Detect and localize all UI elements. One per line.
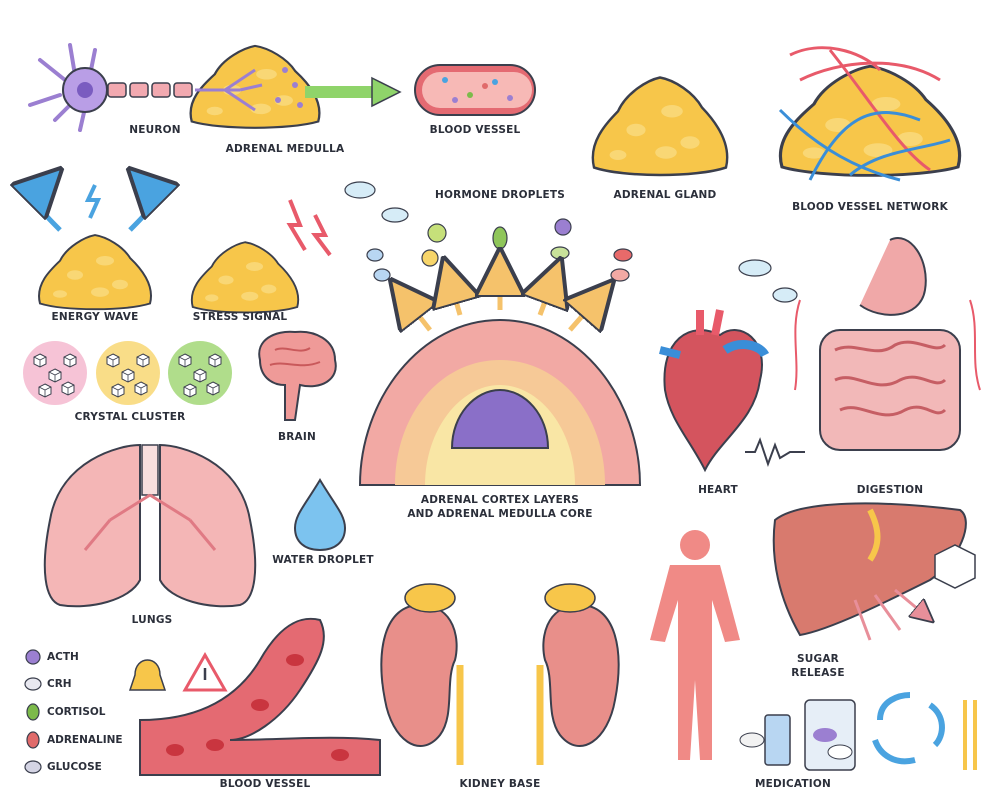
legend-glucose: GLUCOSE bbox=[47, 761, 102, 773]
adrenal-gland-illustration bbox=[591, 76, 729, 177]
legend-marker-acth bbox=[25, 649, 41, 665]
blood-vessel-network-illustration bbox=[778, 46, 962, 182]
legend-marker-crh bbox=[24, 677, 42, 691]
label-cortex-line1: ADRENAL CORTEX LAYERS bbox=[420, 494, 580, 506]
adrenal-medulla-illustration bbox=[189, 44, 321, 129]
label-neuron: NEURON bbox=[129, 124, 181, 136]
label-blood-vessel-network: BLOOD VESSEL NETWORK bbox=[792, 201, 948, 213]
label-stress-signal: STRESS SIGNAL bbox=[192, 311, 288, 323]
cloud-decoration bbox=[344, 181, 798, 303]
brain-illustration bbox=[258, 330, 337, 421]
label-lungs: LUNGS bbox=[131, 614, 173, 626]
label-energy-wave: ENERGY WAVE bbox=[51, 311, 139, 323]
liver-illustration bbox=[772, 502, 976, 641]
human-silhouette-illustration bbox=[650, 530, 740, 760]
warning-icon bbox=[182, 651, 228, 692]
legend-marker-adrenaline bbox=[26, 731, 40, 749]
label-medication: MEDICATION bbox=[754, 778, 832, 790]
legend-adrenaline: ADRENALINE bbox=[47, 734, 123, 746]
label-adrenal-gland: ADRENAL GLAND bbox=[613, 189, 717, 201]
alert-bell-icon bbox=[128, 659, 167, 691]
energy-wave-illustration bbox=[38, 185, 152, 311]
medication-illustration bbox=[739, 699, 856, 771]
stress-signal-illustration bbox=[190, 199, 332, 314]
legend-markers bbox=[24, 649, 42, 774]
label-sugar-line1: SUGAR bbox=[797, 653, 839, 665]
label-blood-vessel-bottom: BLOOD VESSEL bbox=[219, 778, 311, 790]
legend-crh: CRH bbox=[47, 678, 72, 690]
neuron-illustration bbox=[28, 43, 193, 132]
label-brain: BRAIN bbox=[278, 431, 316, 443]
blood-vessel-top-illustration bbox=[414, 64, 536, 116]
hormone-arrows bbox=[405, 272, 598, 330]
crystal-cluster-illustration bbox=[23, 341, 232, 405]
label-sugar-line2: RELEASE bbox=[791, 667, 845, 679]
up-down-arrows-icon bbox=[963, 700, 977, 770]
water-droplet-illustration bbox=[293, 478, 347, 552]
legend-marker-glucose bbox=[24, 760, 42, 774]
label-digestion: DIGESTION bbox=[856, 484, 924, 496]
lungs-illustration bbox=[43, 443, 257, 608]
label-water-droplet: WATER DROPLET bbox=[272, 554, 374, 566]
label-hormone-droplets: HORMONE DROPLETS bbox=[435, 189, 565, 201]
heart-illustration bbox=[659, 309, 805, 473]
digestion-illustration bbox=[794, 237, 981, 451]
label-heart: HEART bbox=[698, 484, 738, 496]
label-kidney-base: KIDNEY BASE bbox=[459, 778, 541, 790]
legend-cortisol: CORTISOL bbox=[47, 706, 106, 718]
label-crystal-cluster: CRYSTAL CLUSTER bbox=[74, 411, 186, 423]
hormone-droplets-illustration bbox=[366, 218, 633, 282]
adrenal-cortex-illustration bbox=[358, 318, 642, 486]
label-cortex-line2: AND ADRENAL MEDULLA CORE bbox=[407, 508, 593, 520]
label-blood-vessel-top: BLOOD VESSEL bbox=[429, 124, 521, 136]
blood-vessel-bottom-illustration bbox=[139, 617, 381, 776]
cycle-arrows-icon bbox=[872, 692, 945, 765]
kidney-base-illustration bbox=[380, 583, 620, 765]
label-adrenal-medulla: ADRENAL MEDULLA bbox=[225, 143, 345, 155]
legend-acth: ACTH bbox=[47, 651, 79, 663]
legend-marker-cortisol bbox=[26, 703, 40, 721]
